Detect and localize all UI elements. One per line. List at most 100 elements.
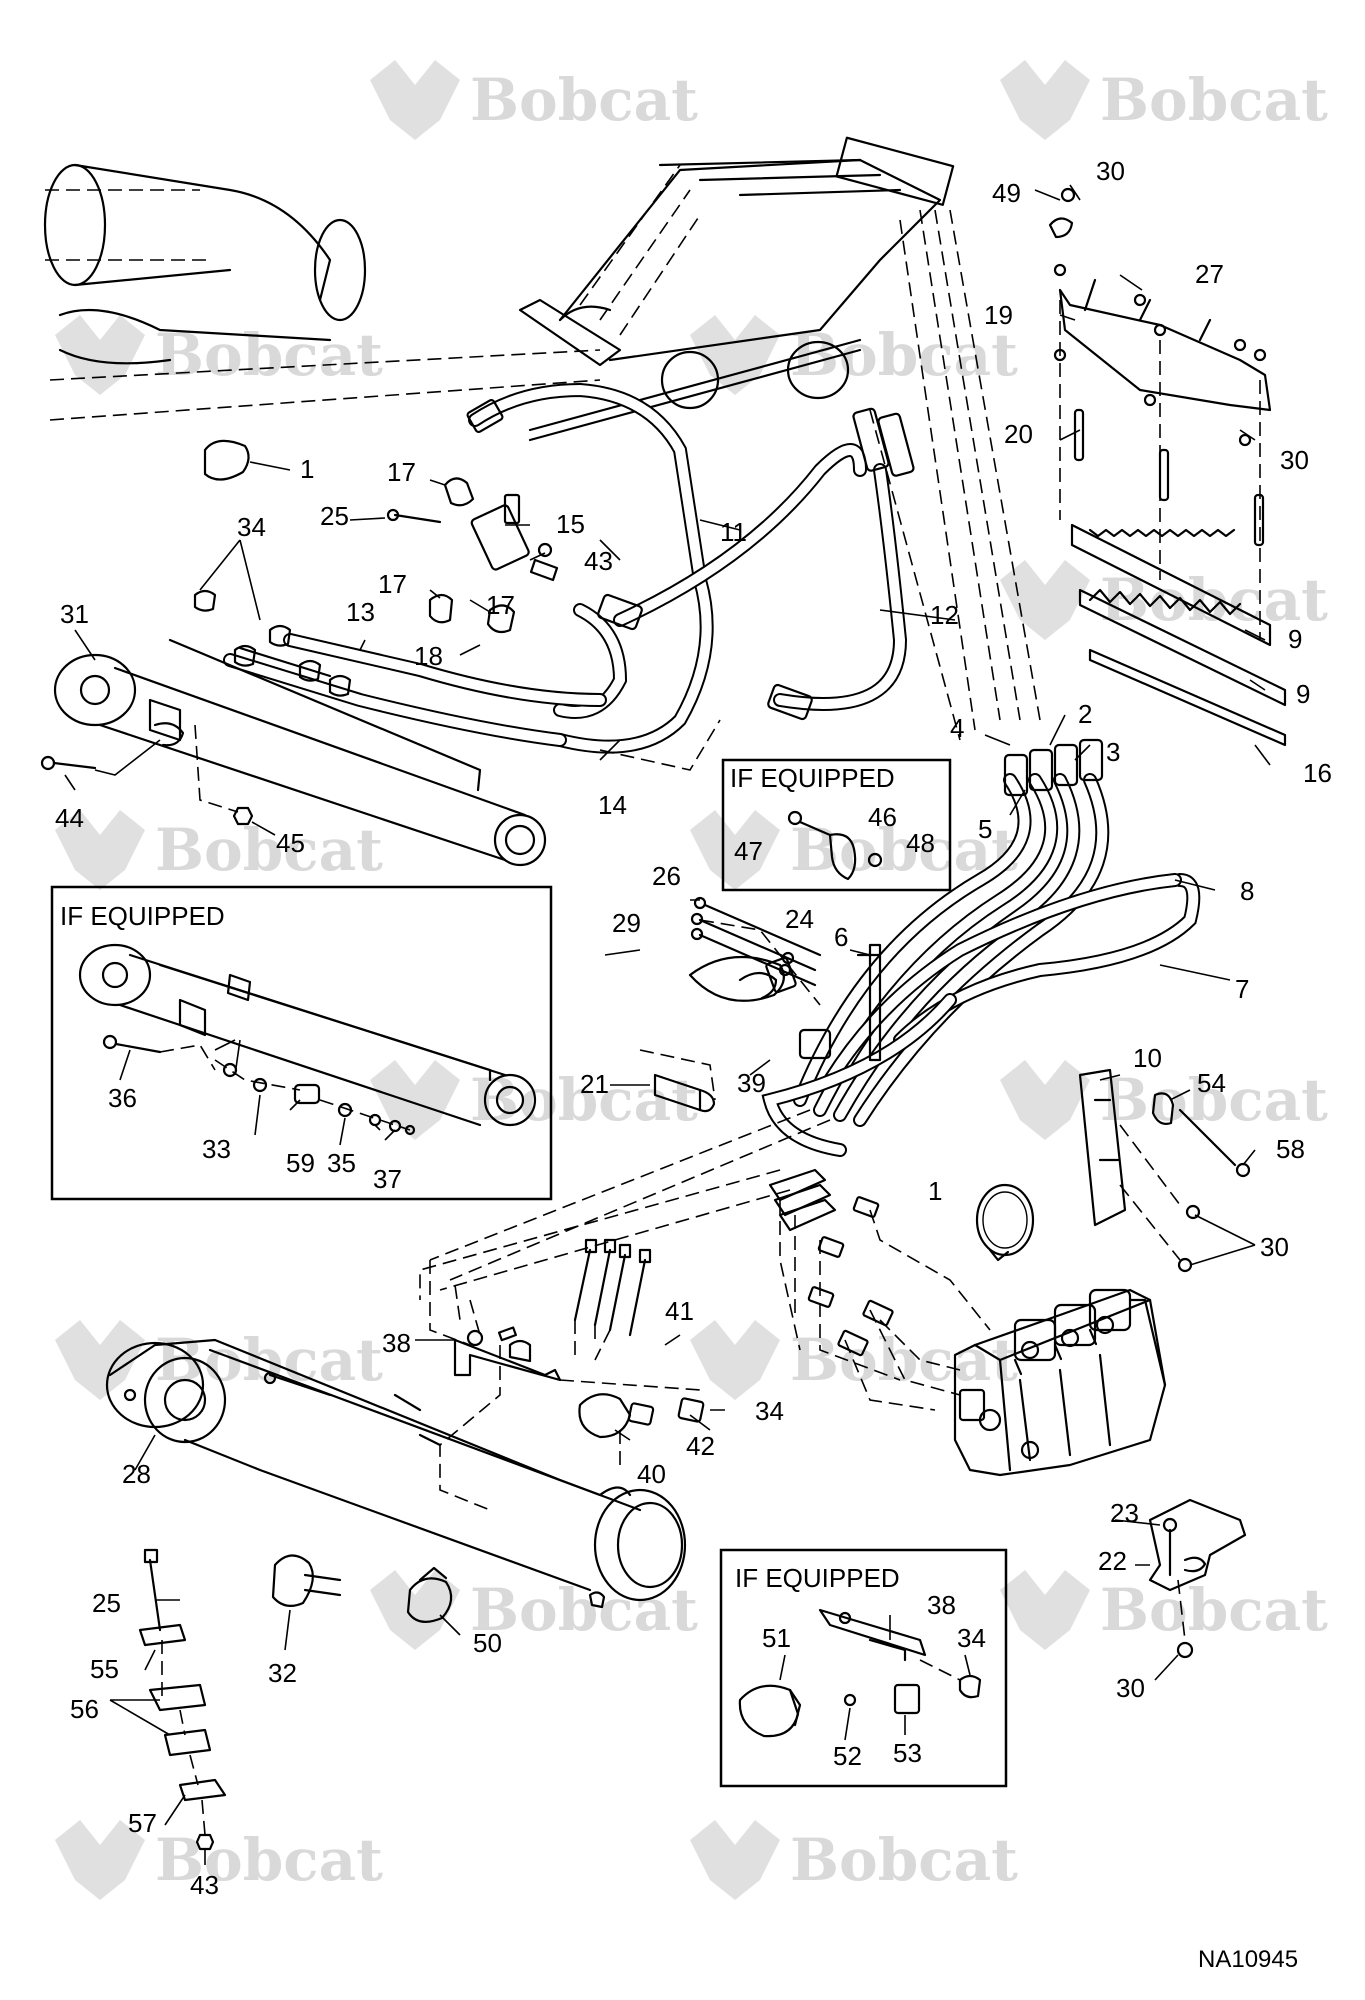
watermark: Bobcat: [1100, 1576, 1328, 1644]
inset-title: IF EQUIPPED: [730, 763, 895, 793]
callout-26: 26: [652, 861, 681, 891]
callout-56: 56: [70, 1694, 99, 1724]
callout-58: 58: [1276, 1134, 1305, 1164]
callout-41: 41: [665, 1296, 694, 1326]
watermark: Bobcat: [155, 1826, 383, 1894]
callout-43a: 43: [584, 546, 613, 576]
callout-37: 37: [373, 1164, 402, 1194]
hoses-11-12-14: [223, 382, 915, 771]
callout-16: 16: [1303, 758, 1332, 788]
callout-5: 5: [978, 814, 992, 844]
inset-accumulator-options: IF EQUIPPED: [719, 1548, 1008, 1788]
mounting-hardware-stack: [138, 1548, 227, 1851]
callout-52: 52: [833, 1741, 862, 1771]
callout-9b: 9: [1296, 679, 1310, 709]
callout-57: 57: [128, 1808, 157, 1838]
inset-cylinder-options: IF EQUIPPED: [50, 885, 553, 1201]
mount-bracket-22: [1148, 1498, 1247, 1659]
callout-34a: 34: [237, 512, 266, 542]
bobcat-logo-icon: [690, 1320, 780, 1400]
callout-48: 48: [906, 828, 935, 858]
watermark: Bobcat: [155, 816, 383, 884]
callout-2: 2: [1078, 699, 1092, 729]
callout-53: 53: [893, 1738, 922, 1768]
callout-25b: 25: [92, 1588, 121, 1618]
valve-hose-bundle: [761, 738, 1201, 1157]
loader-arm-frame: [43, 136, 955, 442]
callout-30d: 30: [1116, 1673, 1145, 1703]
callout-13: 13: [346, 597, 375, 627]
watermark: Bobcat: [790, 1826, 1018, 1894]
callout-18: 18: [414, 641, 443, 671]
clamp-icon: [406, 1566, 453, 1623]
callout-39: 39: [737, 1068, 766, 1098]
bobcat-logo-icon: [690, 1820, 780, 1900]
bobcat-logo-icon: [370, 60, 460, 140]
bobcat-logo-icon: [55, 1820, 145, 1900]
callout-35: 35: [327, 1148, 356, 1178]
callout-30b: 30: [1280, 445, 1309, 475]
callout-25a: 25: [320, 501, 349, 531]
callout-14: 14: [598, 790, 627, 820]
inset-hose-clip-options: IF EQUIPPED: [721, 758, 952, 892]
callout-45: 45: [276, 828, 305, 858]
lift-cylinder-top: [40, 589, 547, 867]
callout-51: 51: [762, 1623, 791, 1653]
inset-title: IF EQUIPPED: [60, 901, 225, 931]
watermark: Bobcat: [1100, 1066, 1328, 1134]
callout-23: 23: [1110, 1498, 1139, 1528]
bobcat-logo-icon: [370, 1570, 460, 1650]
callout-59: 59: [286, 1148, 315, 1178]
callout-44: 44: [55, 803, 84, 833]
callout-24: 24: [785, 904, 814, 934]
hose-bracket-assembly: [1053, 263, 1287, 747]
callout-30a: 30: [1096, 156, 1125, 186]
callout-17c: 17: [486, 590, 515, 620]
callout-20: 20: [1004, 419, 1033, 449]
callout-36: 36: [108, 1083, 137, 1113]
callout-28: 28: [122, 1459, 151, 1489]
callout-38a: 38: [382, 1328, 411, 1358]
callout-46: 46: [868, 802, 897, 832]
watermark-layer: Bobcat Bobcat Bobcat Bobcat Bobcat Bobca…: [55, 60, 1328, 1900]
callout-17b: 17: [378, 569, 407, 599]
bobcat-logo-icon: [690, 315, 780, 395]
bobcat-logo-icon: [55, 315, 145, 395]
callout-29: 29: [612, 908, 641, 938]
clamp-icon: [271, 1554, 342, 1608]
callout-numbers: 1 1 2 3 4 5 6 7 8 9 9 10 11 12 13 14 15 …: [55, 156, 1332, 1900]
tilt-cylinder-lower: [105, 1260, 705, 1609]
watermark: Bobcat: [470, 66, 698, 134]
callout-38b: 38: [927, 1590, 956, 1620]
bobcat-logo-icon: [1000, 1060, 1090, 1140]
watermark: Bobcat: [790, 1326, 1018, 1394]
control-valve-assembly: [953, 1288, 1167, 1477]
callout-10: 10: [1133, 1043, 1162, 1073]
clamp-icon: [975, 1183, 1035, 1262]
callout-54: 54: [1197, 1068, 1226, 1098]
bobcat-logo-icon: [1000, 1570, 1090, 1650]
callout-22: 22: [1098, 1546, 1127, 1576]
callout-8: 8: [1240, 876, 1254, 906]
bobcat-logo-icon: [55, 810, 145, 890]
clamp-icon: [203, 439, 250, 481]
callout-7: 7: [1235, 974, 1249, 1004]
callout-34b: 34: [755, 1396, 784, 1426]
callout-31: 31: [60, 599, 89, 629]
hose-clip-fitting: [1048, 187, 1076, 239]
callout-12: 12: [930, 600, 959, 630]
callout-1a: 1: [300, 454, 314, 484]
bobcat-logo-icon: [55, 1320, 145, 1400]
callout-40: 40: [637, 1459, 666, 1489]
watermark: Bobcat: [790, 321, 1018, 389]
callout-55: 55: [90, 1654, 119, 1684]
callout-33: 33: [202, 1134, 231, 1164]
callout-50: 50: [473, 1628, 502, 1658]
tee-block-fittings: [386, 477, 559, 634]
callout-6: 6: [834, 922, 848, 952]
callout-49: 49: [992, 178, 1021, 208]
bobcat-logo-icon: [370, 1060, 460, 1140]
bobcat-logo-icon: [1000, 560, 1090, 640]
callout-4: 4: [950, 713, 964, 743]
